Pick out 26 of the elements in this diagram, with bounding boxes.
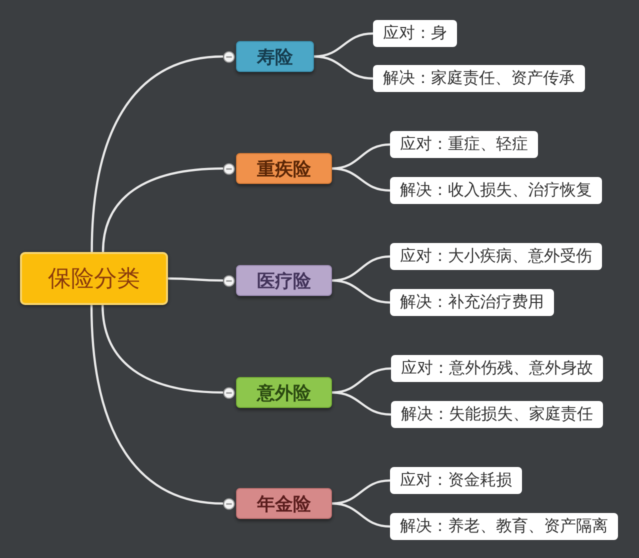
note-box: 应对：重症、轻症	[390, 131, 538, 158]
category-box: 医疗险	[236, 265, 332, 296]
category-box: 寿险	[236, 41, 314, 72]
note-box: 应对：身	[373, 20, 457, 47]
connector-line	[168, 277, 223, 282]
note-box: 解决：补充治疗费用	[390, 289, 554, 316]
note-box: 解决：收入损失、治疗恢复	[390, 177, 602, 204]
connector-line	[314, 55, 374, 80]
note-box: 解决：失能损失、家庭责任	[391, 401, 603, 428]
note-box: 应对：大小疾病、意外受伤	[390, 243, 602, 270]
category-box: 意外险	[236, 377, 332, 408]
central-topic-box: 保险分类	[20, 252, 168, 305]
category-box: 重疾险	[236, 153, 332, 184]
connector-line	[332, 279, 390, 304]
note-box: 解决：家庭责任、资产传承	[373, 65, 585, 92]
note-box: 解决：养老、教育、资产隔离	[390, 513, 618, 540]
category-box: 年金险	[236, 488, 332, 519]
connector-line	[102, 167, 224, 252]
connector-line	[102, 304, 224, 394]
connector-line	[90, 304, 224, 505]
note-box: 应对：意外伤残、意外身故	[391, 355, 603, 382]
connector-line	[332, 391, 392, 416]
connector-line	[332, 502, 390, 528]
connector-line	[90, 55, 224, 252]
note-box: 应对：资金耗损	[390, 467, 522, 494]
connector-line	[332, 167, 390, 192]
